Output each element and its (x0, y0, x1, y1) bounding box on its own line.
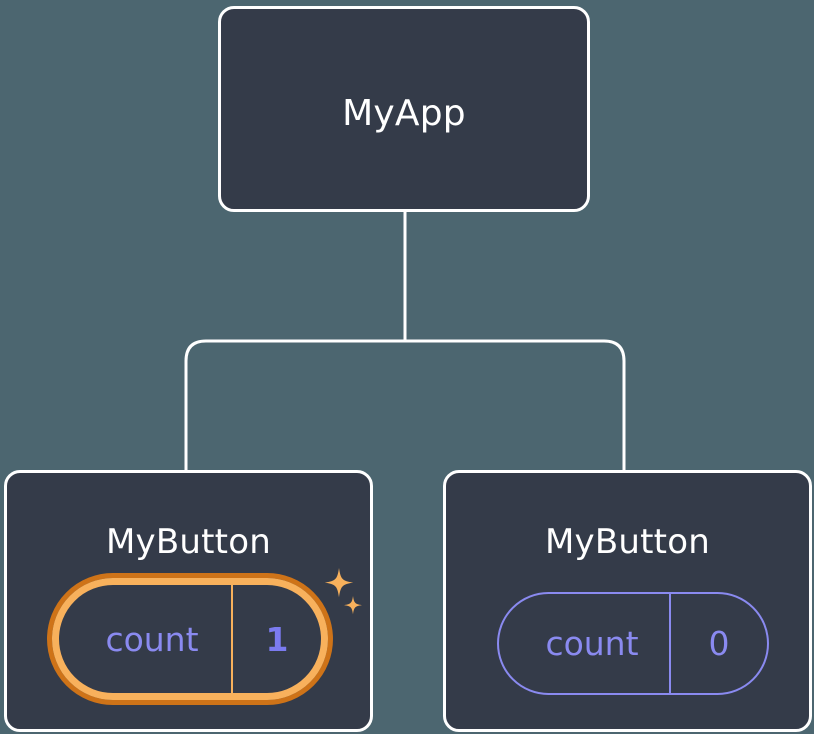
connector-children-bus (184, 339, 626, 470)
root-node-label: MyApp (342, 93, 466, 134)
state-key: count (59, 585, 233, 693)
state-value: 1 (265, 619, 289, 659)
child-node-label: MyButton (106, 522, 271, 562)
tree-node-root[interactable]: MyApp (218, 6, 590, 212)
state-pill-highlighted[interactable]: count 1 (47, 573, 333, 705)
child-node-label: MyButton (545, 522, 710, 562)
state-key: count (499, 594, 671, 693)
tree-node-mybutton-left[interactable]: MyButton count 1 (4, 470, 373, 732)
state-pill-inner-ring: count 1 (52, 578, 328, 700)
tree-node-mybutton-right[interactable]: MyButton count 0 (443, 470, 812, 732)
state-pill[interactable]: count 0 (497, 592, 769, 695)
state-value: 0 (708, 624, 730, 663)
